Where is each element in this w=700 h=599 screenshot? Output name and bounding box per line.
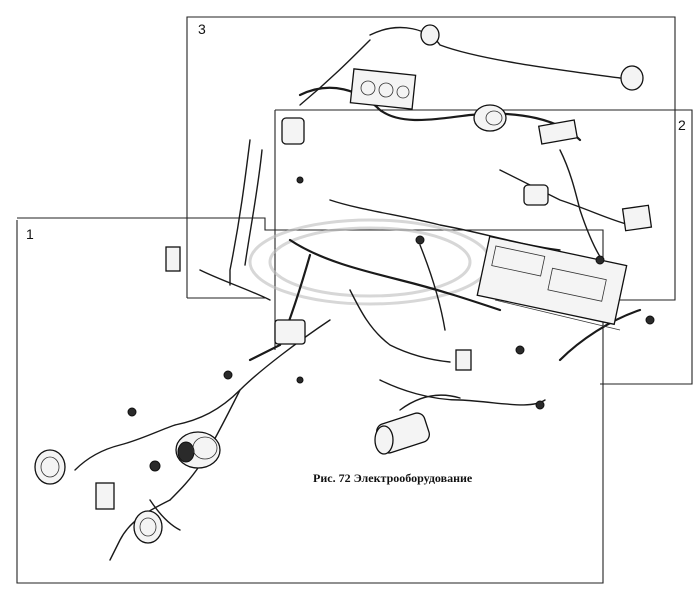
small-connectors (127, 176, 655, 472)
callout-2: 2 (678, 117, 686, 133)
frame-group-1 (16, 217, 604, 584)
frame-group-3 (186, 16, 676, 301)
fuse-block (165, 246, 472, 371)
headlight-left (34, 449, 66, 485)
switch-blocks (95, 117, 579, 510)
figure-caption: Рис. 72 Электрооборудование (313, 471, 473, 485)
callout-1: 1 (26, 226, 34, 242)
generator (175, 431, 221, 469)
rear-lamp (420, 24, 644, 91)
callout-3: 3 (198, 21, 206, 37)
heater-unit (476, 235, 628, 331)
headlight-right (133, 510, 163, 544)
instrument-cluster (349, 68, 417, 110)
relay-box (523, 184, 653, 232)
starter-motor (374, 412, 430, 455)
watermark-logo (248, 218, 492, 306)
horn (473, 104, 507, 132)
wiring-harness (74, 27, 642, 561)
